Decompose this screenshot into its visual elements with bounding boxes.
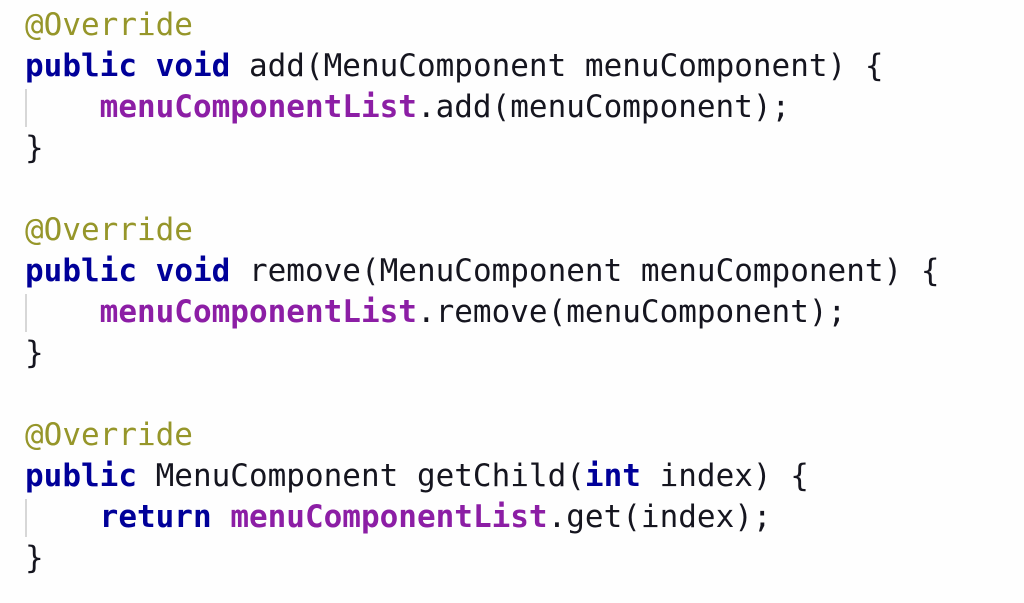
code-token-keyword: int [584, 458, 641, 494]
code-token-plain [25, 499, 100, 535]
code-token-plain: } [25, 335, 44, 371]
code-line: @Override [25, 415, 1024, 456]
code-token-plain: .get(index); [547, 499, 772, 535]
code-token-plain: .add(menuComponent); [416, 89, 791, 125]
code-line: @Override [25, 5, 1024, 46]
code-line: public void remove(MenuComponent menuCom… [25, 251, 1024, 292]
code-line: public MenuComponent getChild(int index)… [25, 456, 1024, 497]
code-token-field: menuComponentList [230, 499, 548, 535]
code-token-plain: .remove(menuComponent); [416, 294, 847, 330]
code-token-plain [25, 294, 100, 330]
code-line: menuComponentList.add(menuComponent); [25, 87, 1024, 128]
code-token-plain [212, 499, 231, 535]
code-token-keyword: return [99, 499, 212, 535]
code-line: } [25, 333, 1024, 374]
code-token-field: menuComponentList [99, 294, 417, 330]
code-token-plain [137, 253, 156, 289]
code-token-keyword: void [155, 253, 231, 289]
code-token-annotation: @Override [25, 7, 193, 43]
code-token-plain: } [25, 130, 44, 166]
code-line: public void add(MenuComponent menuCompon… [25, 46, 1024, 87]
code-token-keyword: void [155, 48, 231, 84]
code-token-annotation: @Override [25, 417, 193, 453]
indent-guide [25, 294, 27, 332]
code-line [25, 169, 1024, 210]
code-token-keyword: public [25, 48, 137, 84]
code-token-keyword: public [25, 458, 137, 494]
code-line: @Override [25, 210, 1024, 251]
indent-guide [25, 499, 27, 537]
code-line: menuComponentList.remove(menuComponent); [25, 292, 1024, 333]
code-token-plain: remove(MenuComponent menuComponent) { [230, 253, 940, 289]
code-line: } [25, 538, 1024, 579]
code-token-plain: } [25, 540, 44, 576]
code-token-plain: add(MenuComponent menuComponent) { [230, 48, 884, 84]
indent-guide [25, 89, 27, 127]
code-token-plain [137, 48, 156, 84]
code-token-field: menuComponentList [99, 89, 417, 125]
code-token-plain [25, 89, 100, 125]
code-token-plain: MenuComponent getChild( [136, 458, 585, 494]
code-line [25, 374, 1024, 415]
code-line: return menuComponentList.get(index); [25, 497, 1024, 538]
code-token-keyword: public [25, 253, 137, 289]
code-token-annotation: @Override [25, 212, 193, 248]
code-line: } [25, 128, 1024, 169]
code-token-plain: index) { [640, 458, 809, 494]
